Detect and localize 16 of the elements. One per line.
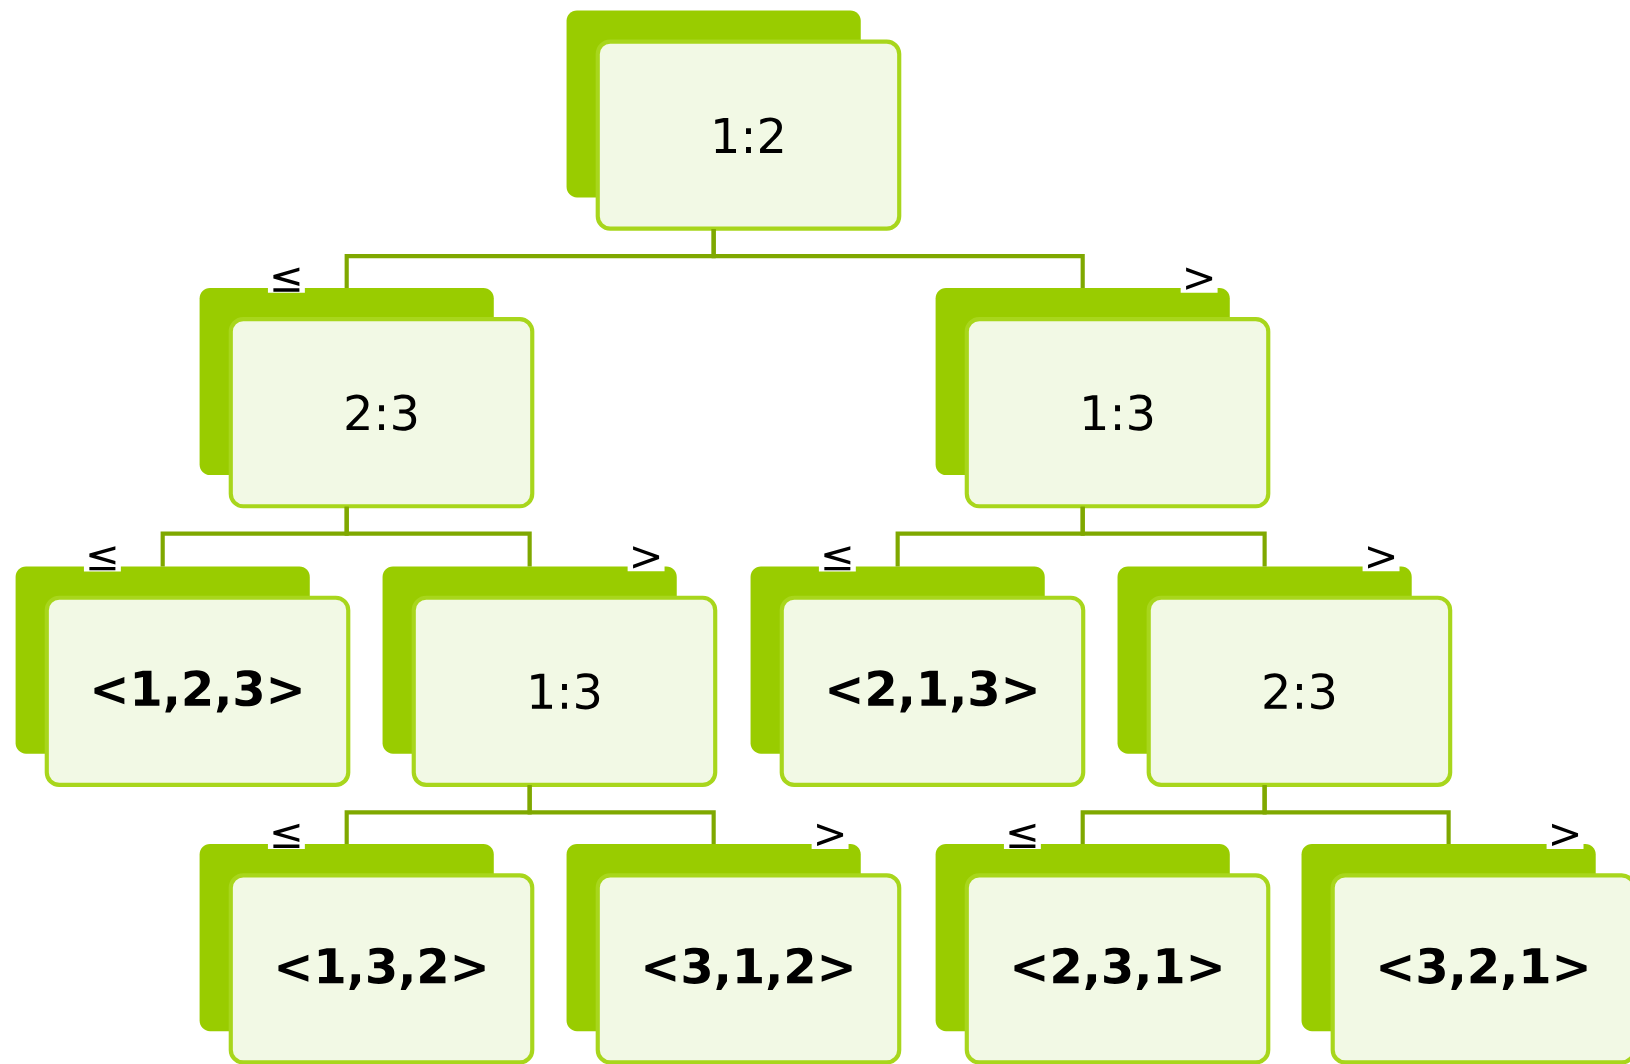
edge-label: ≤ (267, 266, 305, 293)
edge-label: ≤ (818, 544, 856, 572)
connector (1080, 506, 1267, 567)
edge-label: > (1546, 822, 1584, 849)
edge-label: ≤ (83, 544, 121, 572)
connector (344, 506, 532, 567)
connector (527, 785, 716, 844)
edge-label: > (1362, 544, 1400, 572)
edge-label: > (627, 544, 665, 572)
edge-label: ≤ (267, 822, 305, 849)
edge-label: > (811, 822, 849, 849)
edge-label: ≤ (1003, 822, 1041, 849)
connector (1262, 785, 1451, 844)
decision-box: 1:2 (566, 10, 902, 231)
edge-label: > (1180, 266, 1218, 293)
connector (711, 228, 1085, 288)
